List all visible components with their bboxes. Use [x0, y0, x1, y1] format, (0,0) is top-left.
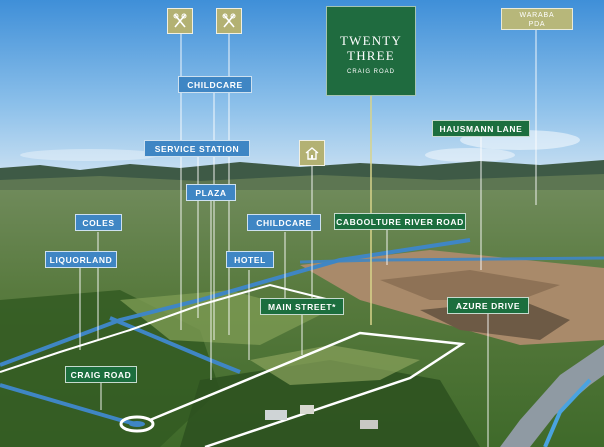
label-liquorland: LIQUORLAND: [45, 251, 117, 268]
label-coles: COLES: [75, 214, 122, 231]
logo-title-line1: TWENTY: [339, 33, 403, 48]
waraba-line2: PDA: [528, 21, 546, 28]
waraba-pda-label: WARABA PDA: [501, 8, 573, 30]
house-icon: [299, 140, 325, 166]
restaurant-icon: [167, 8, 193, 34]
label-hotel: HOTEL: [226, 251, 274, 268]
label-caboolture-river-road: CABOOLTURE RIVER ROAD: [334, 213, 466, 230]
development-logo: TWENTY THREE CRAIG ROAD: [326, 6, 416, 96]
restaurant-icon: [216, 8, 242, 34]
label-childcare-mid: CHILDCARE: [247, 214, 321, 231]
waraba-line1: WARABA: [519, 12, 555, 19]
label-main-street: MAIN STREET*: [260, 298, 344, 315]
label-service-station: SERVICE STATION: [144, 140, 250, 157]
logo-title-line2: THREE: [347, 48, 395, 63]
label-plaza: PLAZA: [186, 184, 236, 201]
label-craig-road: CRAIG ROAD: [65, 366, 137, 383]
label-azure-drive: AZURE DRIVE: [447, 297, 529, 314]
logo-subtitle: CRAIG ROAD: [346, 69, 395, 75]
label-hausmann-lane: HAUSMANN LANE: [432, 120, 530, 137]
label-childcare-top: CHILDCARE: [178, 76, 252, 93]
